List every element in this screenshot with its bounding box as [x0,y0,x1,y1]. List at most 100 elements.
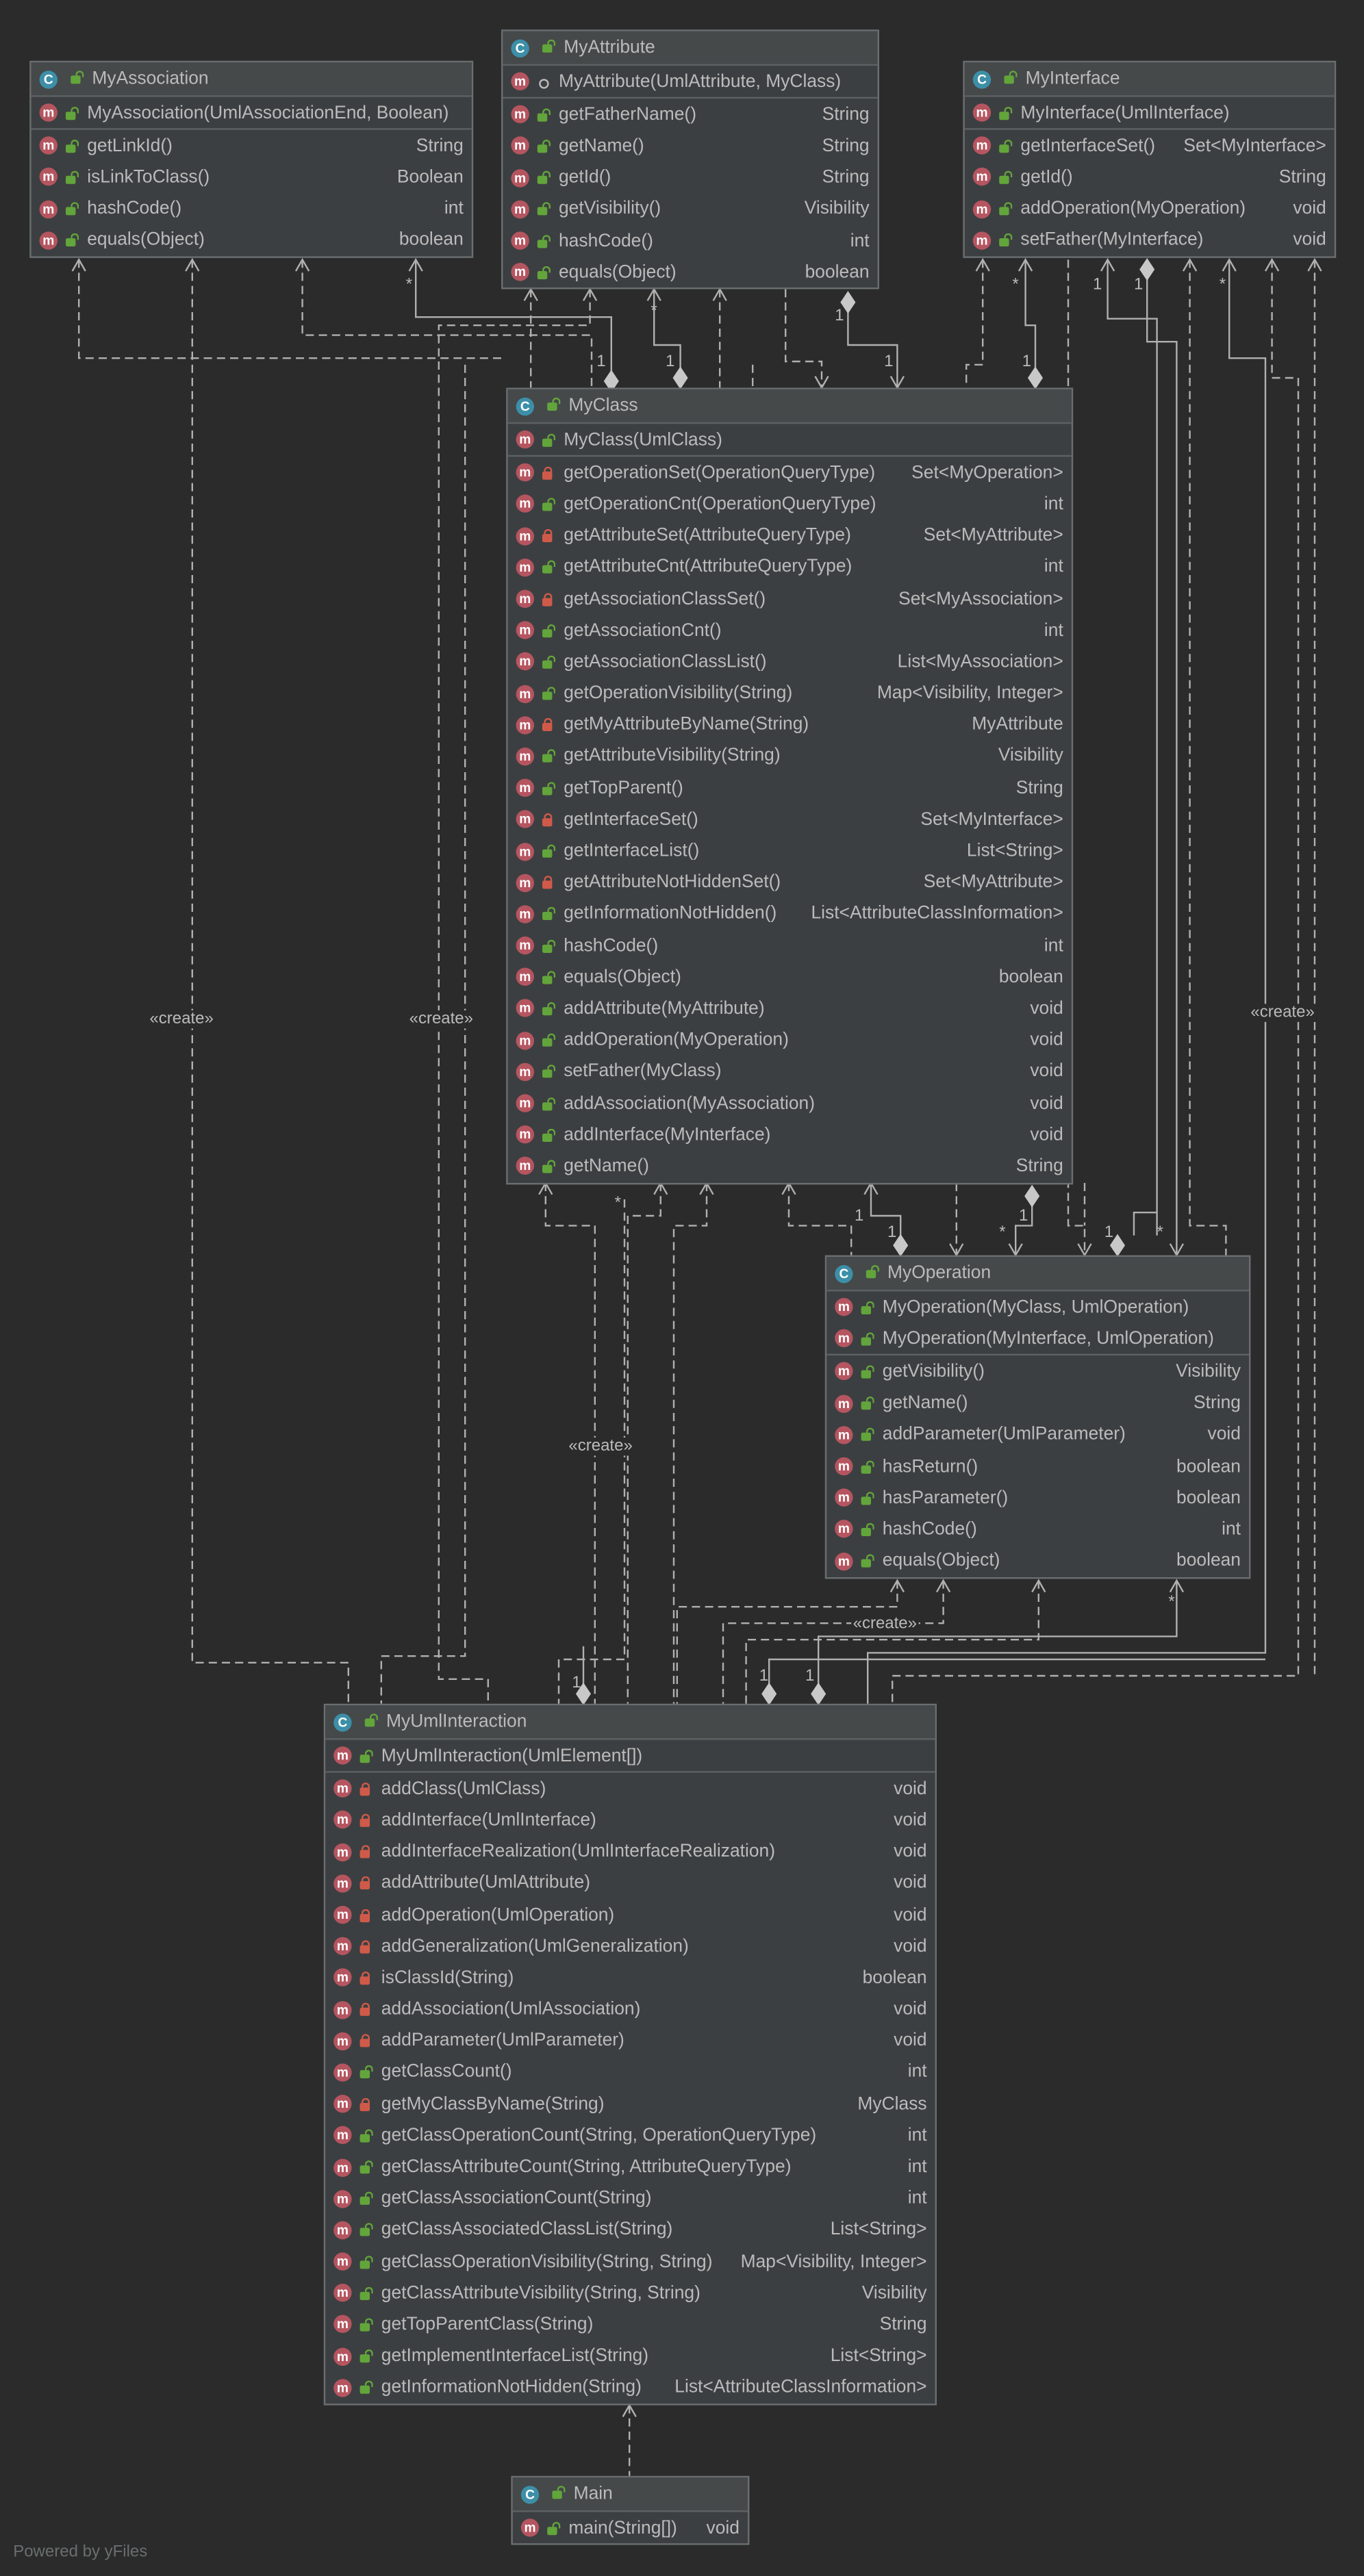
association-arrow [1169,1579,1185,1593]
member-signature: getAttributeCnt(AttributeQueryType) [564,557,852,578]
member-return-type: void [894,1778,927,1799]
member-signature: main(String[]) [568,2518,677,2538]
composition-diamond [840,291,856,314]
method-icon: m [333,2000,352,2019]
member-return-type: String [822,168,870,188]
create-stereotype: «create» [567,1438,635,1456]
member-signature: getName() [882,1393,968,1414]
create-arrow [935,1579,951,1593]
member-signature: getInterfaceSet() [564,809,698,830]
member-return-type: String [822,136,870,156]
multiplicity-one: 1 [1104,1224,1114,1242]
member-signature: getAssociationCnt() [564,620,722,641]
unlock-icon [998,233,1013,247]
member-return-type: int [1044,936,1063,956]
member-signature: addInterfaceRealization(UmlInterfaceReal… [381,1841,776,1862]
create-edge [722,1580,944,1704]
member-signature: getClassAssociatedClassList(String) [381,2220,673,2241]
member-signature: getClassOperationVisibility(String, Stri… [381,2252,713,2272]
member-signature: addGeneralization(UmlGeneralization) [381,1936,689,1956]
footer-text: Powered by yFiles [13,2543,148,2562]
multiplicity-one: 1 [805,1668,815,1686]
method-icon: m [516,968,535,986]
method-icon: m [516,842,535,860]
method-icon: m [333,1746,352,1765]
unlock-icon [541,1002,556,1016]
member-signature: hashCode() [564,936,659,956]
member-return-type: List<AttributeClassInformation> [674,2377,927,2398]
member-signature: MyOperation(MyInterface, UmlOperation) [882,1329,1214,1349]
unlock-icon [859,1331,874,1346]
method-icon: m [835,1457,853,1476]
public-visibility-icon [363,1713,379,1727]
unlock-icon [541,781,556,795]
member-signature: equals(Object) [87,230,205,251]
unlock-icon [535,203,551,216]
method-icon: m [516,1062,535,1081]
association-arrow [1222,257,1237,272]
member-return-type: boolean [399,230,464,251]
multiplicity-one: 1 [884,353,894,372]
multiplicity-one: 1 [855,1208,864,1226]
unlock-icon [541,844,556,858]
class-name: MyAssociation [92,68,209,89]
member-signature: getVisibility() [559,199,661,220]
class-name: MyClass [568,396,638,416]
method-icon: m [333,2252,352,2271]
multiplicity-many: * [1168,1594,1175,1612]
unlock-icon [358,2160,373,2174]
association-edge [415,259,613,372]
class-name: MyUmlInteraction [386,1711,527,1732]
member-return-type: Visibility [804,199,870,220]
method-icon: m [333,2158,352,2176]
method-icon: m [511,200,529,218]
method-icon: m [516,1094,535,1112]
member-signature: getInterfaceList() [564,841,700,861]
member-signature: MyAttribute(UmlAttribute, MyClass) [559,71,842,92]
method-icon: m [972,231,992,250]
method-icon: m [516,873,535,892]
method-icon: m [520,2518,540,2537]
unlock-icon [859,1459,874,1473]
method-icon: m [835,1362,853,1381]
multiplicity-one: 1 [1019,1208,1028,1226]
member-return-type: void [894,1841,927,1862]
member-return-type: void [1293,230,1326,251]
member-signature: addOperation(MyOperation) [564,1030,789,1050]
unlock-icon [859,1300,874,1314]
create-edge [191,259,350,1704]
lock-icon [358,1939,371,1953]
member-return-type: boolean [1176,1551,1241,1571]
lock-icon [358,1876,371,1890]
multiplicity-many: * [614,1194,621,1213]
lock-icon [358,1782,371,1796]
method-icon: m [333,2315,352,2334]
